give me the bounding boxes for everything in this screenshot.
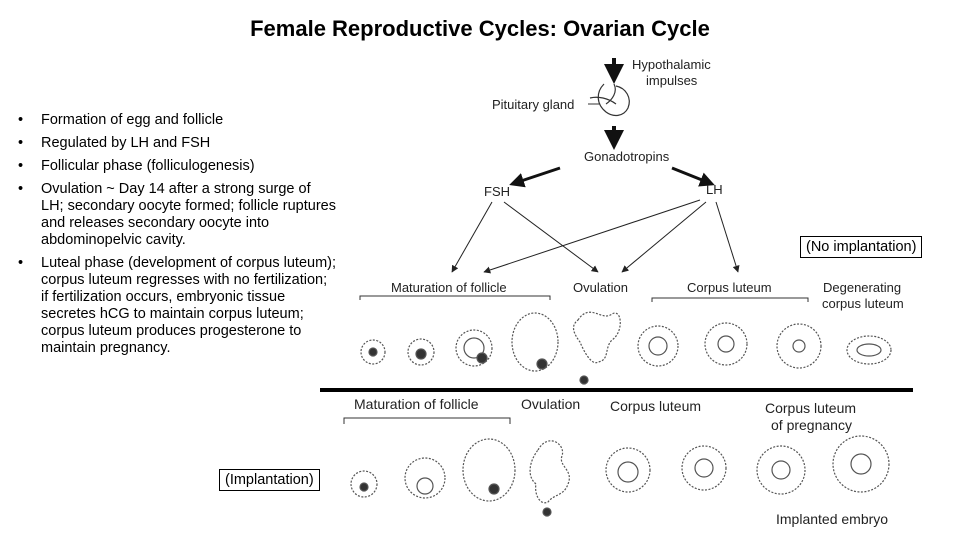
no-implantation-box: (No implantation) xyxy=(800,236,923,258)
hypothalamic-label-1: Hypothalamic xyxy=(632,57,711,72)
top-braces xyxy=(359,295,809,302)
lh-to-maturation-arrow xyxy=(483,199,701,274)
bullet-item: Regulated by LH and FSH xyxy=(18,135,336,152)
pituitary-gland-icon xyxy=(589,83,630,117)
bottom-brace xyxy=(343,417,511,424)
fsh-to-maturation-arrow xyxy=(451,201,493,273)
hypothalamic-label-2: impulses xyxy=(646,73,698,88)
top-ovulation-label: Ovulation xyxy=(573,280,628,295)
bullet-item: Luteal phase (development of corpus lute… xyxy=(18,255,336,357)
top-maturation-label: Maturation of follicle xyxy=(391,280,507,295)
lh-to-corpus-luteum-arrow xyxy=(715,201,740,273)
bullet-list: Formation of egg and follicle Regulated … xyxy=(18,112,336,363)
fsh-to-ovulation-arrow xyxy=(503,201,599,273)
top-corpus-luteum-label: Corpus luteum xyxy=(687,280,772,295)
fsh-label: FSH xyxy=(484,184,510,199)
lh-label: LH xyxy=(706,182,723,197)
lh-arrow xyxy=(671,166,715,187)
implantation-box: (Implantation) xyxy=(219,469,320,491)
bottom-follicle-sequence xyxy=(350,435,890,517)
bullet-item: Ovulation ~ Day 14 after a strong surge … xyxy=(18,181,336,249)
bullet-item: Formation of egg and follicle xyxy=(18,112,336,129)
bottom-pregnancy-label-1: Corpus luteum xyxy=(765,400,856,416)
bottom-corpus-luteum-label: Corpus luteum xyxy=(610,398,701,414)
page-title: Female Reproductive Cycles: Ovarian Cycl… xyxy=(250,16,710,41)
bullet-item: Follicular phase (folliculogenesis) xyxy=(18,158,336,175)
top-follicle-sequence xyxy=(360,311,892,385)
lh-to-ovulation-arrow xyxy=(621,201,707,273)
bottom-ovulation-label: Ovulation xyxy=(521,396,580,412)
bottom-pregnancy-label-2: of pregnancy xyxy=(771,417,852,433)
gonadotropins-label: Gonadotropins xyxy=(584,149,670,164)
implanted-embryo-label: Implanted embryo xyxy=(776,511,888,527)
top-degenerating-label-2: corpus luteum xyxy=(822,296,904,311)
pituitary-label: Pituitary gland xyxy=(492,97,574,112)
top-degenerating-label-1: Degenerating xyxy=(823,280,901,295)
bottom-maturation-label: Maturation of follicle xyxy=(354,396,479,412)
fsh-arrow xyxy=(509,166,561,188)
